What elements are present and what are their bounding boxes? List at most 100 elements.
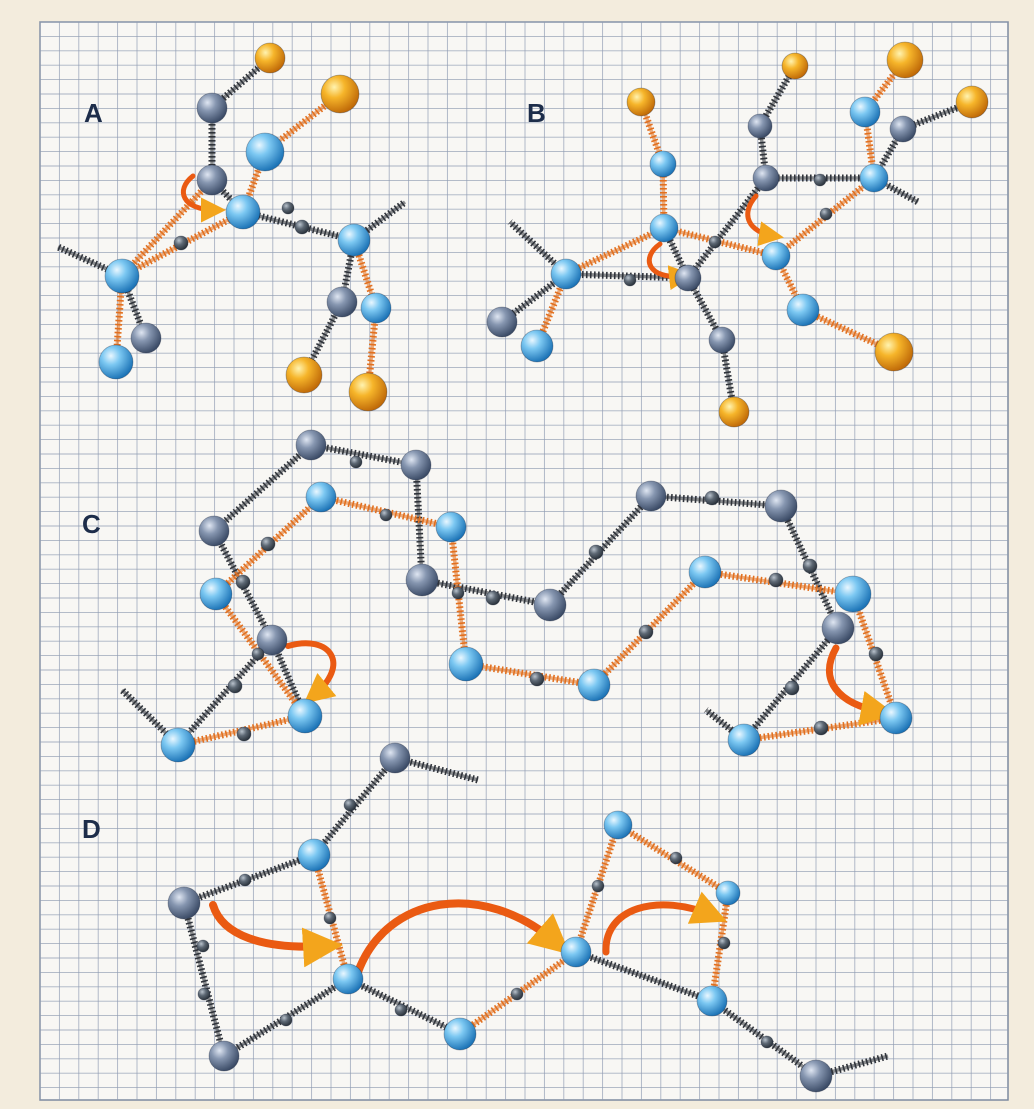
atom-blue <box>104 258 140 294</box>
atom-blue <box>849 96 881 128</box>
atom-gray <box>167 886 201 920</box>
atoms-layer <box>98 41 989 1093</box>
atom-blue <box>199 577 233 611</box>
rotation-arrow <box>825 644 896 726</box>
atom-small <box>485 590 501 606</box>
atom-orange <box>626 87 656 117</box>
backbone-bond-hatching <box>311 755 398 858</box>
rotation-arrow <box>745 193 784 247</box>
atom-blue <box>649 213 679 243</box>
atom-blue <box>560 936 592 968</box>
atom-blue <box>696 985 728 1017</box>
atom-small <box>813 720 829 736</box>
atom-small <box>281 201 295 215</box>
atom-blue <box>225 194 261 230</box>
rotation-arrow <box>602 891 727 956</box>
atom-gray <box>196 92 228 124</box>
atom-gray <box>198 515 230 547</box>
atom-small <box>802 558 818 574</box>
atom-orange <box>320 74 360 114</box>
atom-blue <box>160 727 196 763</box>
atom-small <box>704 490 720 506</box>
atom-gray <box>400 449 432 481</box>
atom-gray <box>486 306 518 338</box>
atom-gray <box>708 326 736 354</box>
atom-blue <box>443 1017 477 1051</box>
backbone-bond-hatching <box>574 948 714 1005</box>
backbone-bond-hatching <box>346 975 462 1038</box>
atom-small <box>451 586 465 600</box>
atom-small <box>760 1035 774 1049</box>
atom-small <box>623 273 637 287</box>
atom-orange <box>285 356 323 394</box>
atom-blue <box>715 880 741 906</box>
atom-small <box>669 851 683 865</box>
atom-gray <box>208 1040 240 1072</box>
panel-label-d: D <box>82 814 101 844</box>
atom-small <box>294 219 310 235</box>
atom-small <box>784 680 800 696</box>
atom-small <box>279 1013 293 1027</box>
atom-gray <box>326 286 358 318</box>
backbone-bond-hatching <box>351 199 408 243</box>
atom-small <box>768 572 784 588</box>
atom-gray <box>821 611 855 645</box>
atom-blue <box>245 132 285 172</box>
atom-blue <box>337 223 371 257</box>
atom-small <box>260 536 276 552</box>
panel-label-a: A <box>84 98 103 128</box>
atom-small <box>868 646 884 662</box>
atom-gray <box>635 480 667 512</box>
atom-blue <box>287 698 323 734</box>
atom-small <box>343 798 357 812</box>
atom-orange <box>955 85 989 119</box>
atom-small <box>708 235 722 249</box>
atom-orange <box>886 41 924 79</box>
atom-small <box>379 508 393 522</box>
atom-blue <box>360 292 392 324</box>
hydrogen-bond-hatching <box>465 660 595 689</box>
atom-blue <box>761 241 791 271</box>
backbone-bond-hatching <box>210 529 276 642</box>
atom-small <box>238 873 252 887</box>
backbone-bond-hatching <box>777 504 842 630</box>
atom-orange <box>348 372 388 412</box>
atom-blue <box>879 701 913 735</box>
atom-gray <box>799 1059 833 1093</box>
atom-blue <box>297 838 331 872</box>
atom-orange <box>874 332 914 372</box>
atom-gray <box>674 264 702 292</box>
atom-gray <box>764 489 798 523</box>
atom-small <box>173 235 189 251</box>
atom-gray <box>295 429 327 461</box>
atom-small <box>588 544 604 560</box>
hydrogen-bond-hatching <box>773 175 877 259</box>
atom-orange <box>718 396 750 428</box>
atom-small <box>394 1003 408 1017</box>
atom-small <box>591 879 605 893</box>
atom-blue <box>834 575 872 613</box>
atom-gray <box>533 588 567 622</box>
atom-small <box>236 726 252 742</box>
atom-small <box>819 207 833 221</box>
atom-gray <box>379 742 411 774</box>
backbone-bond-hatching <box>310 441 417 469</box>
atom-small <box>813 173 827 187</box>
hydrogen-bond-hatching <box>801 306 896 356</box>
atom-blue <box>550 258 582 290</box>
atom-gray <box>405 563 439 597</box>
rotation-arrow <box>285 640 337 704</box>
atom-gray <box>196 164 228 196</box>
atom-small <box>349 455 363 469</box>
hydrogen-bond-hatching <box>861 111 878 179</box>
rotation-arrow <box>646 241 694 291</box>
atom-small <box>251 647 265 661</box>
atom-small <box>510 987 524 1001</box>
panel-label-c: C <box>82 509 101 539</box>
atom-blue <box>688 555 722 589</box>
atom-small <box>227 678 243 694</box>
backbone-bond-hatching <box>685 175 769 281</box>
atom-blue <box>577 668 611 702</box>
hydrogen-bond <box>565 226 665 276</box>
